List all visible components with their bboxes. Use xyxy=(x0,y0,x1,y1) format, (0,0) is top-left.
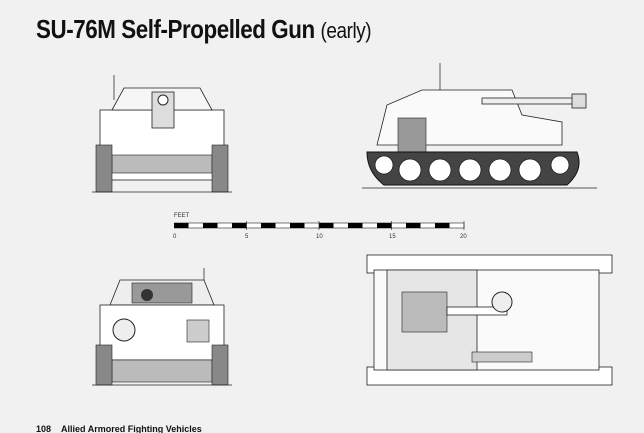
rear-view-drawing xyxy=(92,268,232,386)
title-main: SU-76M Self-Propelled Gun xyxy=(36,14,315,44)
front-view-drawing xyxy=(92,75,232,193)
title-sub: (early) xyxy=(320,18,372,43)
scale-bar: FEET 0 5 10 15 20 xyxy=(170,213,470,243)
scale-tick-10: 10 xyxy=(316,234,323,240)
top-view-drawing xyxy=(366,254,613,386)
scale-tick-0: 0 xyxy=(173,234,177,240)
side-view-drawing xyxy=(362,63,597,189)
scale-tick-15: 15 xyxy=(389,234,396,240)
scale-bar-graphic xyxy=(174,221,465,230)
scale-tick-5: 5 xyxy=(245,234,249,240)
page-footer: 108 Allied Armored Fighting Vehicles xyxy=(36,424,202,433)
page-title: SU-76M Self-Propelled Gun (early) xyxy=(36,14,372,45)
book-title: Allied Armored Fighting Vehicles xyxy=(61,424,202,433)
scale-unit-label: FEET xyxy=(174,213,190,219)
scale-tick-20: 20 xyxy=(460,234,467,240)
page-number: 108 xyxy=(36,424,52,433)
